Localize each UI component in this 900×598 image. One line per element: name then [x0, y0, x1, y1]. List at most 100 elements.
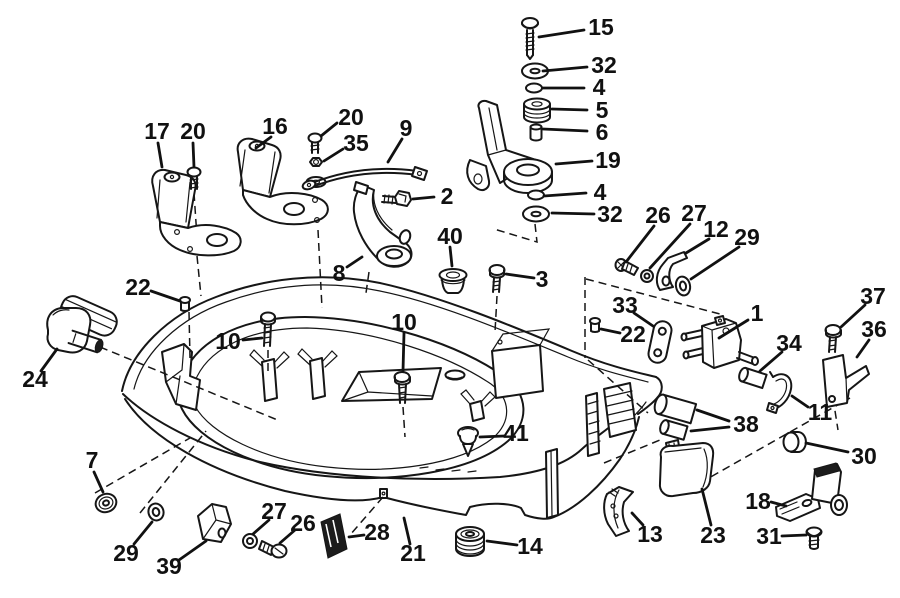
part-4-nut-upper — [525, 82, 543, 94]
part-12-clamp — [655, 251, 688, 291]
callout-leader-15 — [537, 28, 586, 39]
callout-leader-2 — [411, 195, 436, 201]
part-31-screw — [805, 526, 823, 550]
callout-leader-29 — [132, 520, 154, 546]
callout-label-17: 17 — [144, 118, 170, 144]
part-34-cylinder — [738, 366, 768, 390]
part-41-plug — [457, 426, 479, 457]
callout-label-9: 9 — [400, 115, 413, 141]
callout-label-11: 11 — [808, 399, 833, 425]
callout-leader-33 — [632, 311, 655, 328]
callout-leader-12 — [684, 237, 711, 255]
callout-leader-31 — [780, 533, 808, 538]
callout-leader-18 — [769, 500, 788, 508]
callout-label-16: 16 — [262, 113, 288, 139]
callout-leader-32 — [550, 211, 596, 216]
part-29-grommet-upper — [674, 275, 692, 297]
part-4-nut-lower — [527, 189, 545, 201]
part-5-grommet — [523, 97, 551, 124]
callout-label-7: 7 — [86, 447, 99, 473]
part-26-screw-lower — [258, 540, 288, 559]
part-17-bracket — [151, 168, 242, 257]
part-30-cap — [782, 431, 807, 453]
callout-leader-1 — [717, 318, 750, 340]
callout-label-35: 35 — [343, 130, 369, 156]
callout-label-15: 15 — [588, 14, 614, 40]
callout-label-36: 36 — [861, 316, 887, 342]
callout-leader-26 — [278, 528, 297, 545]
part-11-tie-strap — [766, 371, 793, 414]
callout-leader-32 — [541, 65, 589, 73]
callout-label-6: 6 — [596, 119, 609, 145]
part-13-latch — [603, 486, 634, 537]
callout-leader-35 — [322, 147, 345, 163]
callout-label-12: 12 — [703, 216, 729, 242]
callout-label-4: 4 — [593, 74, 606, 100]
callout-leader-19 — [554, 159, 594, 166]
callout-leader-22 — [149, 289, 182, 303]
part-15-screw — [521, 17, 539, 60]
callout-leader-24 — [39, 347, 59, 373]
callout-label-27: 27 — [261, 498, 287, 524]
part-7-washer — [94, 492, 118, 514]
callout-leader-26 — [624, 224, 656, 264]
part-36-clip — [822, 354, 870, 408]
callout-leader-10 — [241, 336, 264, 342]
callout-leader-34 — [758, 350, 784, 373]
part-32-washer-lower — [522, 205, 550, 223]
part-39-bracket — [197, 503, 232, 543]
callout-leader-5 — [550, 107, 589, 112]
part-9-ground-strap — [301, 166, 428, 191]
part-10-bolt-center — [393, 371, 411, 404]
callout-label-26: 26 — [290, 510, 316, 536]
callout-label-21: 21 — [400, 540, 426, 566]
callout-label-8: 8 — [333, 260, 346, 286]
callout-label-3: 3 — [536, 266, 549, 292]
part-1-connector — [680, 315, 759, 369]
part-6-pin — [529, 123, 543, 142]
callout-label-33: 33 — [612, 292, 638, 318]
part-3-bolt — [488, 264, 506, 293]
callout-label-13: 13 — [637, 521, 663, 547]
callout-leader-38 — [695, 408, 731, 423]
callout-label-10: 10 — [215, 328, 241, 354]
callout-leader-41 — [478, 434, 506, 439]
callout-leader-36 — [855, 338, 871, 359]
part-32-washer-upper — [521, 62, 549, 80]
callout-label-29: 29 — [113, 540, 139, 566]
callout-leader-23 — [700, 487, 713, 527]
callout-leader-4 — [542, 191, 588, 198]
callout-leader-13 — [630, 511, 645, 527]
callout-label-20: 20 — [338, 104, 364, 130]
callout-label-24: 24 — [22, 366, 48, 392]
callout-label-14: 14 — [517, 533, 543, 559]
part-22-pin-left — [179, 296, 191, 312]
callout-leader-21 — [402, 516, 412, 546]
part-10-bolt-left — [260, 311, 276, 347]
part-33-plate — [647, 320, 673, 364]
callout-leader-37 — [839, 303, 867, 329]
part-27-washer-upper — [640, 269, 654, 283]
callout-leader-9 — [386, 137, 404, 164]
callout-leader-28 — [347, 533, 366, 539]
part-27-washer-lower — [242, 533, 258, 549]
callout-leader-20 — [191, 141, 196, 169]
callout-leader-27 — [648, 222, 692, 270]
callout-label-10: 10 — [391, 309, 417, 335]
part-19-mount-bracket — [466, 99, 553, 194]
callout-label-22: 22 — [620, 321, 646, 347]
callout-label-30: 30 — [851, 443, 877, 469]
callout-label-38: 38 — [733, 411, 759, 437]
part-24-mount — [46, 295, 118, 354]
callout-label-23: 23 — [700, 522, 726, 548]
callout-leader-40 — [448, 245, 454, 268]
part-28-pad — [320, 513, 348, 559]
callout-leader-14 — [485, 539, 519, 547]
callout-leader-11 — [790, 394, 810, 409]
callout-leader-16 — [254, 135, 273, 150]
callout-leader-30 — [804, 441, 850, 454]
part-22-pin-right — [589, 317, 601, 333]
